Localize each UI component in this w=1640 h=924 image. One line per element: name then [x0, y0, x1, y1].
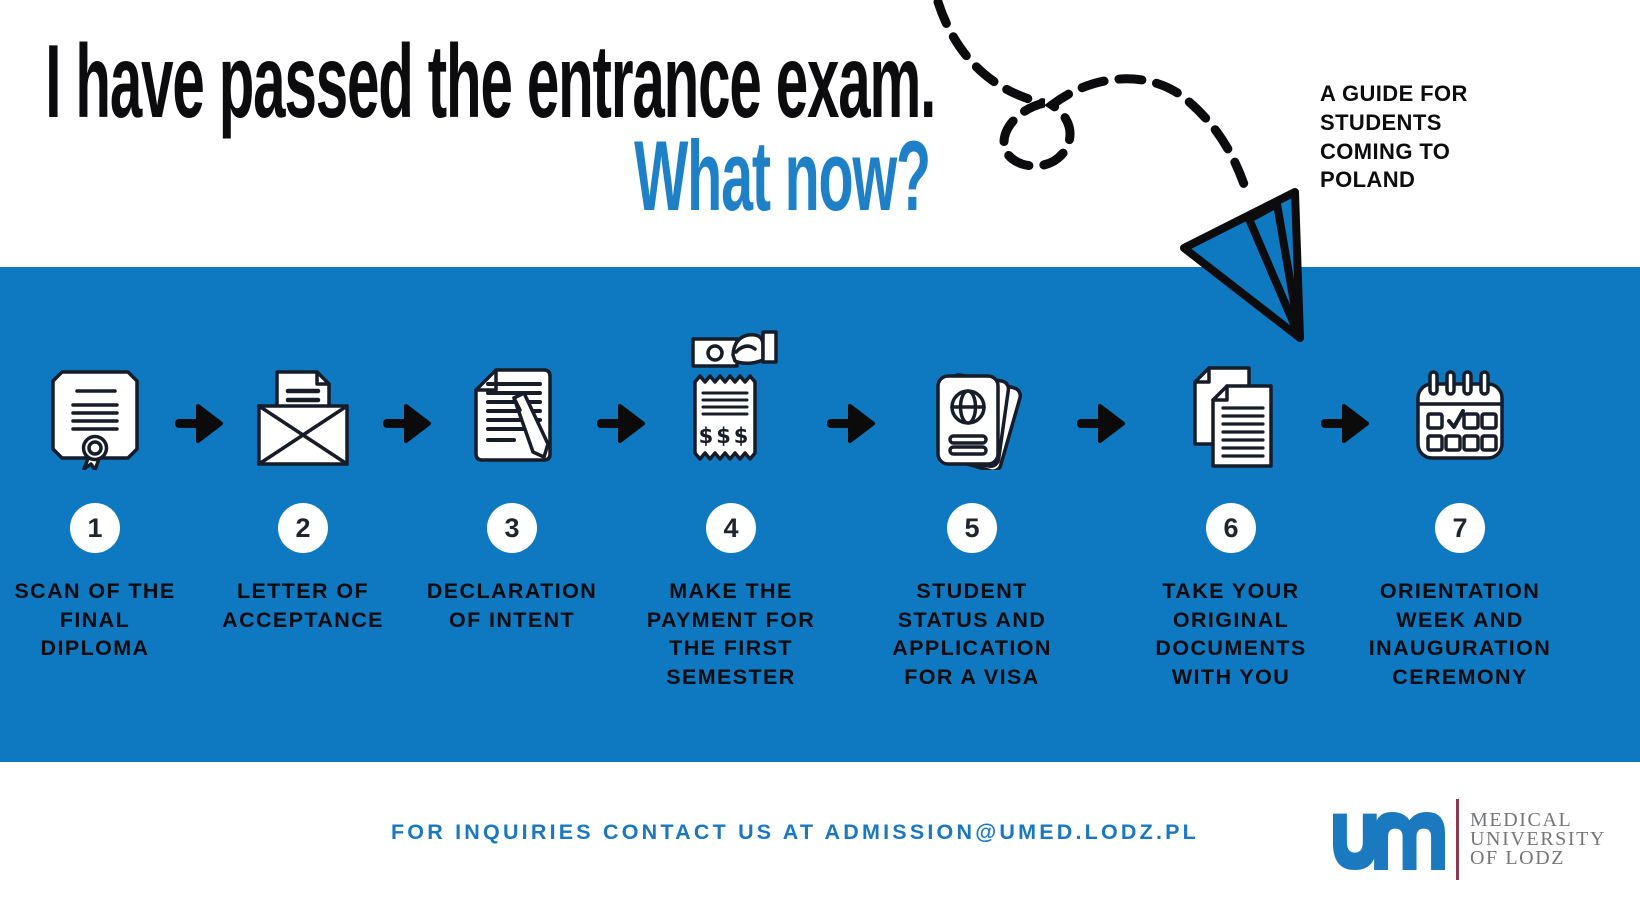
um-logo [1333, 812, 1445, 870]
step-number-badge: 2 [278, 503, 328, 553]
arrow-right-icon [1321, 404, 1369, 443]
arrow-right-icon [827, 404, 875, 443]
documents-icon [1193, 366, 1273, 468]
guide-note: A GUIDE FOR STUDENTS COMING TO POLAND [1320, 80, 1520, 195]
step-number-badge: 4 [706, 503, 756, 553]
diploma-icon [51, 370, 139, 470]
guide-note-line: STUDENTS [1320, 109, 1442, 135]
main-title: I have passed the entrance exam. [45, 24, 936, 140]
declaration-document-icon [474, 368, 552, 462]
dollar-signs-text: $$$ [699, 424, 752, 448]
arrow-right-icon [1077, 404, 1125, 443]
paper-plane-icon [933, 0, 1304, 342]
guide-note-line: A GUIDE FOR [1320, 81, 1468, 106]
logo-divider [1456, 799, 1459, 880]
contact-text: FOR INQUIRIES CONTACT US AT ADMISSION@UM… [390, 820, 1200, 844]
passport-icon [936, 373, 1023, 470]
arrow-right-icon [383, 404, 431, 443]
step-number-badge: 7 [1435, 503, 1485, 553]
step-number-badge: 5 [947, 503, 997, 553]
arrow-right-icon [597, 404, 645, 443]
guide-note-line: POLAND [1320, 167, 1416, 193]
step-number-badge: 3 [487, 503, 537, 553]
arrow-right-icon [175, 404, 223, 443]
payment-receipt-icon: $$$ [691, 330, 778, 461]
guide-note-line: COMING TO [1320, 138, 1451, 164]
calendar-icon [1416, 370, 1504, 460]
subtitle-what-now: What now? [634, 120, 931, 231]
acceptance-letter-icon [257, 370, 349, 466]
org-name: MEDICAL UNIVERSITY OF LODZ [1470, 809, 1606, 869]
step-number-badge: 1 [70, 503, 120, 553]
step-number-badge: 6 [1206, 503, 1256, 553]
